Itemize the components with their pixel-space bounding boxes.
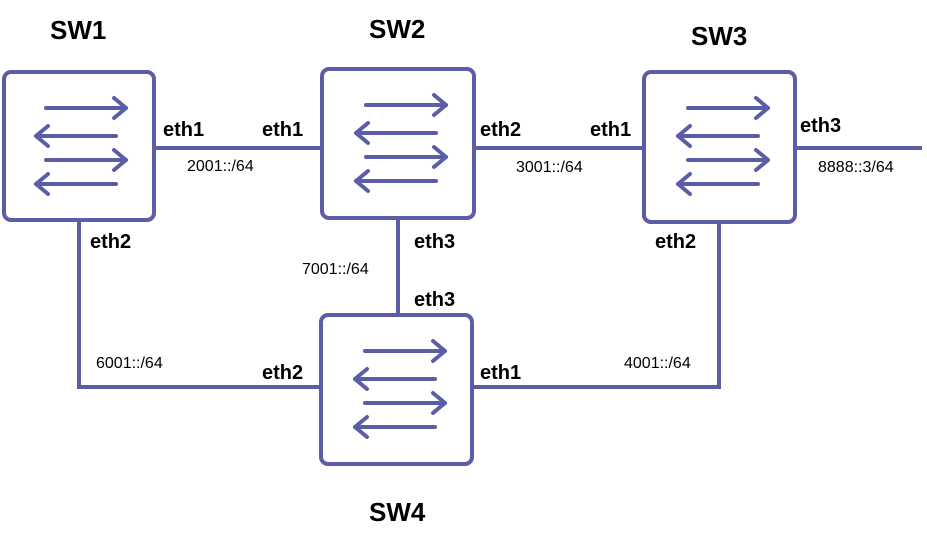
- switch-label-sw2: SW2: [369, 14, 426, 44]
- subnet-label-sw3-external: 8888::3/64: [818, 159, 894, 176]
- subnet-label-sw3-sw4: 4001::/64: [624, 355, 691, 372]
- port-label-sw3-eth2: eth2: [655, 231, 697, 253]
- switch-label-sw1: SW1: [50, 15, 107, 45]
- switch-icon: [353, 339, 447, 439]
- port-label-sw2-eth1: eth1: [262, 119, 304, 141]
- port-label-sw4-eth1: eth1: [480, 362, 522, 384]
- switch-icon: [676, 96, 770, 196]
- port-label-sw3-eth3: eth3: [800, 115, 842, 137]
- subnet-label-sw1-sw4: 6001::/64: [96, 355, 163, 372]
- switch-sw4[interactable]: [319, 313, 474, 466]
- port-label-sw3-eth1: eth1: [590, 119, 632, 141]
- switch-sw2[interactable]: [320, 67, 476, 220]
- link-sw3-sw4: [472, 222, 721, 389]
- port-label-sw2-eth2: eth2: [480, 119, 522, 141]
- subnet-label-sw2-sw4: 7001::/64: [302, 261, 369, 278]
- port-label-sw1-eth2: eth2: [90, 231, 132, 253]
- subnet-label-sw2-sw3: 3001::/64: [516, 159, 583, 176]
- port-label-sw2-eth3: eth3: [414, 231, 456, 253]
- switch-label-sw3: SW3: [691, 21, 748, 51]
- switch-label-sw4: SW4: [369, 497, 426, 527]
- switch-icon: [354, 93, 448, 193]
- port-label-sw4-eth3: eth3: [414, 289, 456, 311]
- port-label-sw1-eth1: eth1: [163, 119, 205, 141]
- subnet-label-sw1-sw2: 2001::/64: [187, 158, 254, 175]
- port-label-sw4-eth2: eth2: [262, 362, 304, 384]
- link-sw1-sw4: [77, 218, 322, 389]
- switch-sw3[interactable]: [642, 70, 797, 224]
- switch-sw1[interactable]: [2, 70, 156, 222]
- switch-icon: [34, 96, 128, 196]
